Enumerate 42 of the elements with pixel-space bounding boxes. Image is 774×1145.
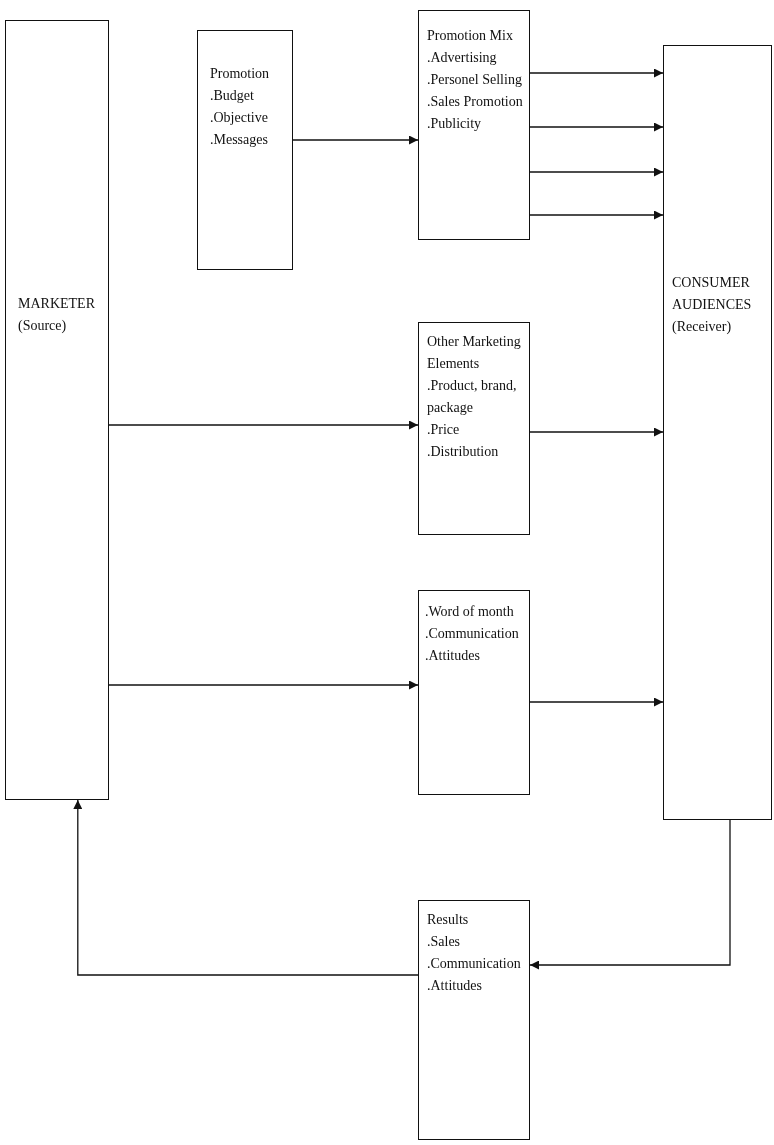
box-heading: Results bbox=[427, 911, 470, 929]
box bbox=[5, 20, 109, 800]
arrow bbox=[529, 427, 664, 437]
list-item: .Attitudes bbox=[425, 647, 481, 665]
arrow bbox=[529, 819, 731, 970]
list-item: .Personel Selling bbox=[427, 71, 523, 89]
list-item: .Budget bbox=[210, 87, 255, 105]
arrow bbox=[529, 210, 664, 220]
list-item: .Attitudes bbox=[427, 977, 483, 995]
list-item: .Messages bbox=[210, 131, 269, 149]
arrow bbox=[529, 167, 664, 177]
arrow bbox=[529, 122, 664, 132]
list-item: .Advertising bbox=[427, 49, 498, 67]
arrow bbox=[108, 680, 419, 690]
box-heading: .Word of month bbox=[425, 603, 515, 621]
list-item: .Communication bbox=[425, 625, 520, 643]
box bbox=[418, 900, 530, 1140]
box-heading: CONSUMER AUDIENCES bbox=[672, 274, 753, 314]
list-item: .Sales Promotion bbox=[427, 93, 524, 111]
arrow bbox=[529, 68, 664, 78]
box-heading: Promotion Mix bbox=[427, 27, 514, 45]
box bbox=[418, 10, 530, 240]
list-item: (Source) bbox=[18, 317, 68, 335]
list-item: .Communication bbox=[427, 955, 522, 973]
box-heading: Promotion bbox=[210, 65, 271, 83]
box-heading: Other Marketing Elements bbox=[427, 333, 522, 373]
list-item: .Objective bbox=[210, 109, 269, 127]
list-item: (Receiver) bbox=[672, 318, 733, 336]
arrow bbox=[108, 420, 419, 430]
list-item: .Distribution bbox=[427, 443, 500, 461]
arrow bbox=[292, 135, 419, 145]
box bbox=[418, 590, 530, 795]
list-item: .Publicity bbox=[427, 115, 483, 133]
arrow bbox=[529, 697, 664, 707]
box bbox=[663, 45, 772, 820]
box bbox=[418, 322, 530, 535]
list-item: .Product, brand, package bbox=[427, 377, 518, 417]
arrow bbox=[73, 799, 419, 976]
box bbox=[197, 30, 293, 270]
box-heading: MARKETER bbox=[18, 295, 96, 313]
list-item: .Price bbox=[427, 421, 461, 439]
list-item: .Sales bbox=[427, 933, 462, 951]
